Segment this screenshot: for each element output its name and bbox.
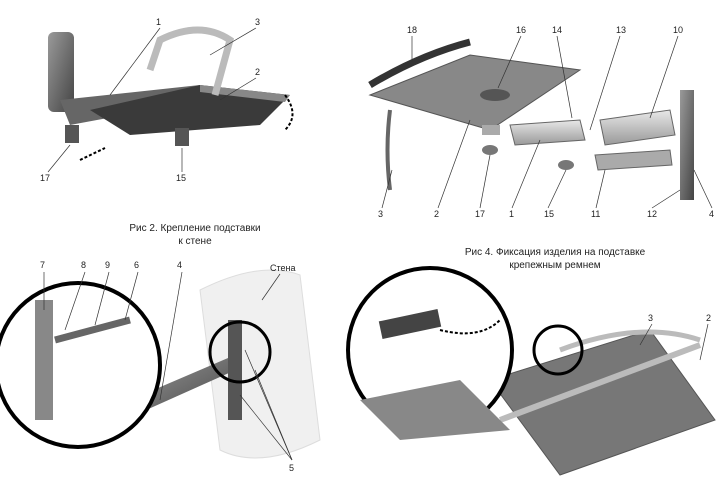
fig4-caption-line1: Рис 4. Фиксация изделия на подставке (464, 247, 646, 258)
fig2-label-9: 9 (105, 260, 111, 270)
fig2-caption-line1: Рис 2. Крепление подставки (129, 223, 261, 234)
fig2-caption-line2: к стене (178, 236, 212, 247)
fig3-label-18: 18 (407, 25, 418, 35)
figure4-strap-fixing (346, 266, 716, 476)
fig3-label-17: 17 (475, 209, 486, 219)
fig4-caption: Рис 4. Фиксация изделия на подставке кре… (440, 246, 670, 272)
fig3-label-12: 12 (647, 209, 658, 219)
fig3-label-10: 10 (673, 25, 684, 35)
fig2-label-7: 7 (40, 260, 46, 270)
fig3-label-16: 16 (516, 25, 527, 35)
fig2-label-5: 5 (289, 463, 295, 473)
figure2-wall-mount (0, 269, 321, 461)
figure3-exploded-view (368, 35, 713, 209)
fig3-label-2: 2 (434, 209, 440, 219)
fig2-label-4: 4 (177, 260, 183, 270)
fig4-label-3: 3 (648, 313, 654, 323)
fig3-label-14: 14 (552, 25, 563, 35)
fig1-label-1: 1 (156, 17, 162, 27)
fig2-caption: Рис 2. Крепление подставки к стене (110, 222, 280, 248)
fig3-label-15: 15 (544, 209, 555, 219)
fig4-label-2: 2 (706, 313, 712, 323)
fig2-label-6: 6 (134, 260, 140, 270)
fig2-wall-label: Стена (270, 263, 296, 273)
fig3-label-11: 11 (591, 209, 601, 219)
fig3-label-3: 3 (378, 209, 384, 219)
fig1-label-2: 2 (255, 67, 261, 77)
fig3-label-4: 4 (709, 209, 715, 219)
fig1-label-3: 3 (255, 17, 261, 27)
fig3-label-1: 1 (509, 209, 515, 219)
fig1-label-15: 15 (176, 173, 187, 183)
fig2-label-8: 8 (81, 260, 87, 270)
fig3-label-13: 13 (616, 25, 627, 35)
figure1-stand (47, 26, 294, 173)
fig4-caption-line2: крепежным ремнем (509, 260, 601, 271)
fig1-label-17: 17 (40, 173, 51, 183)
